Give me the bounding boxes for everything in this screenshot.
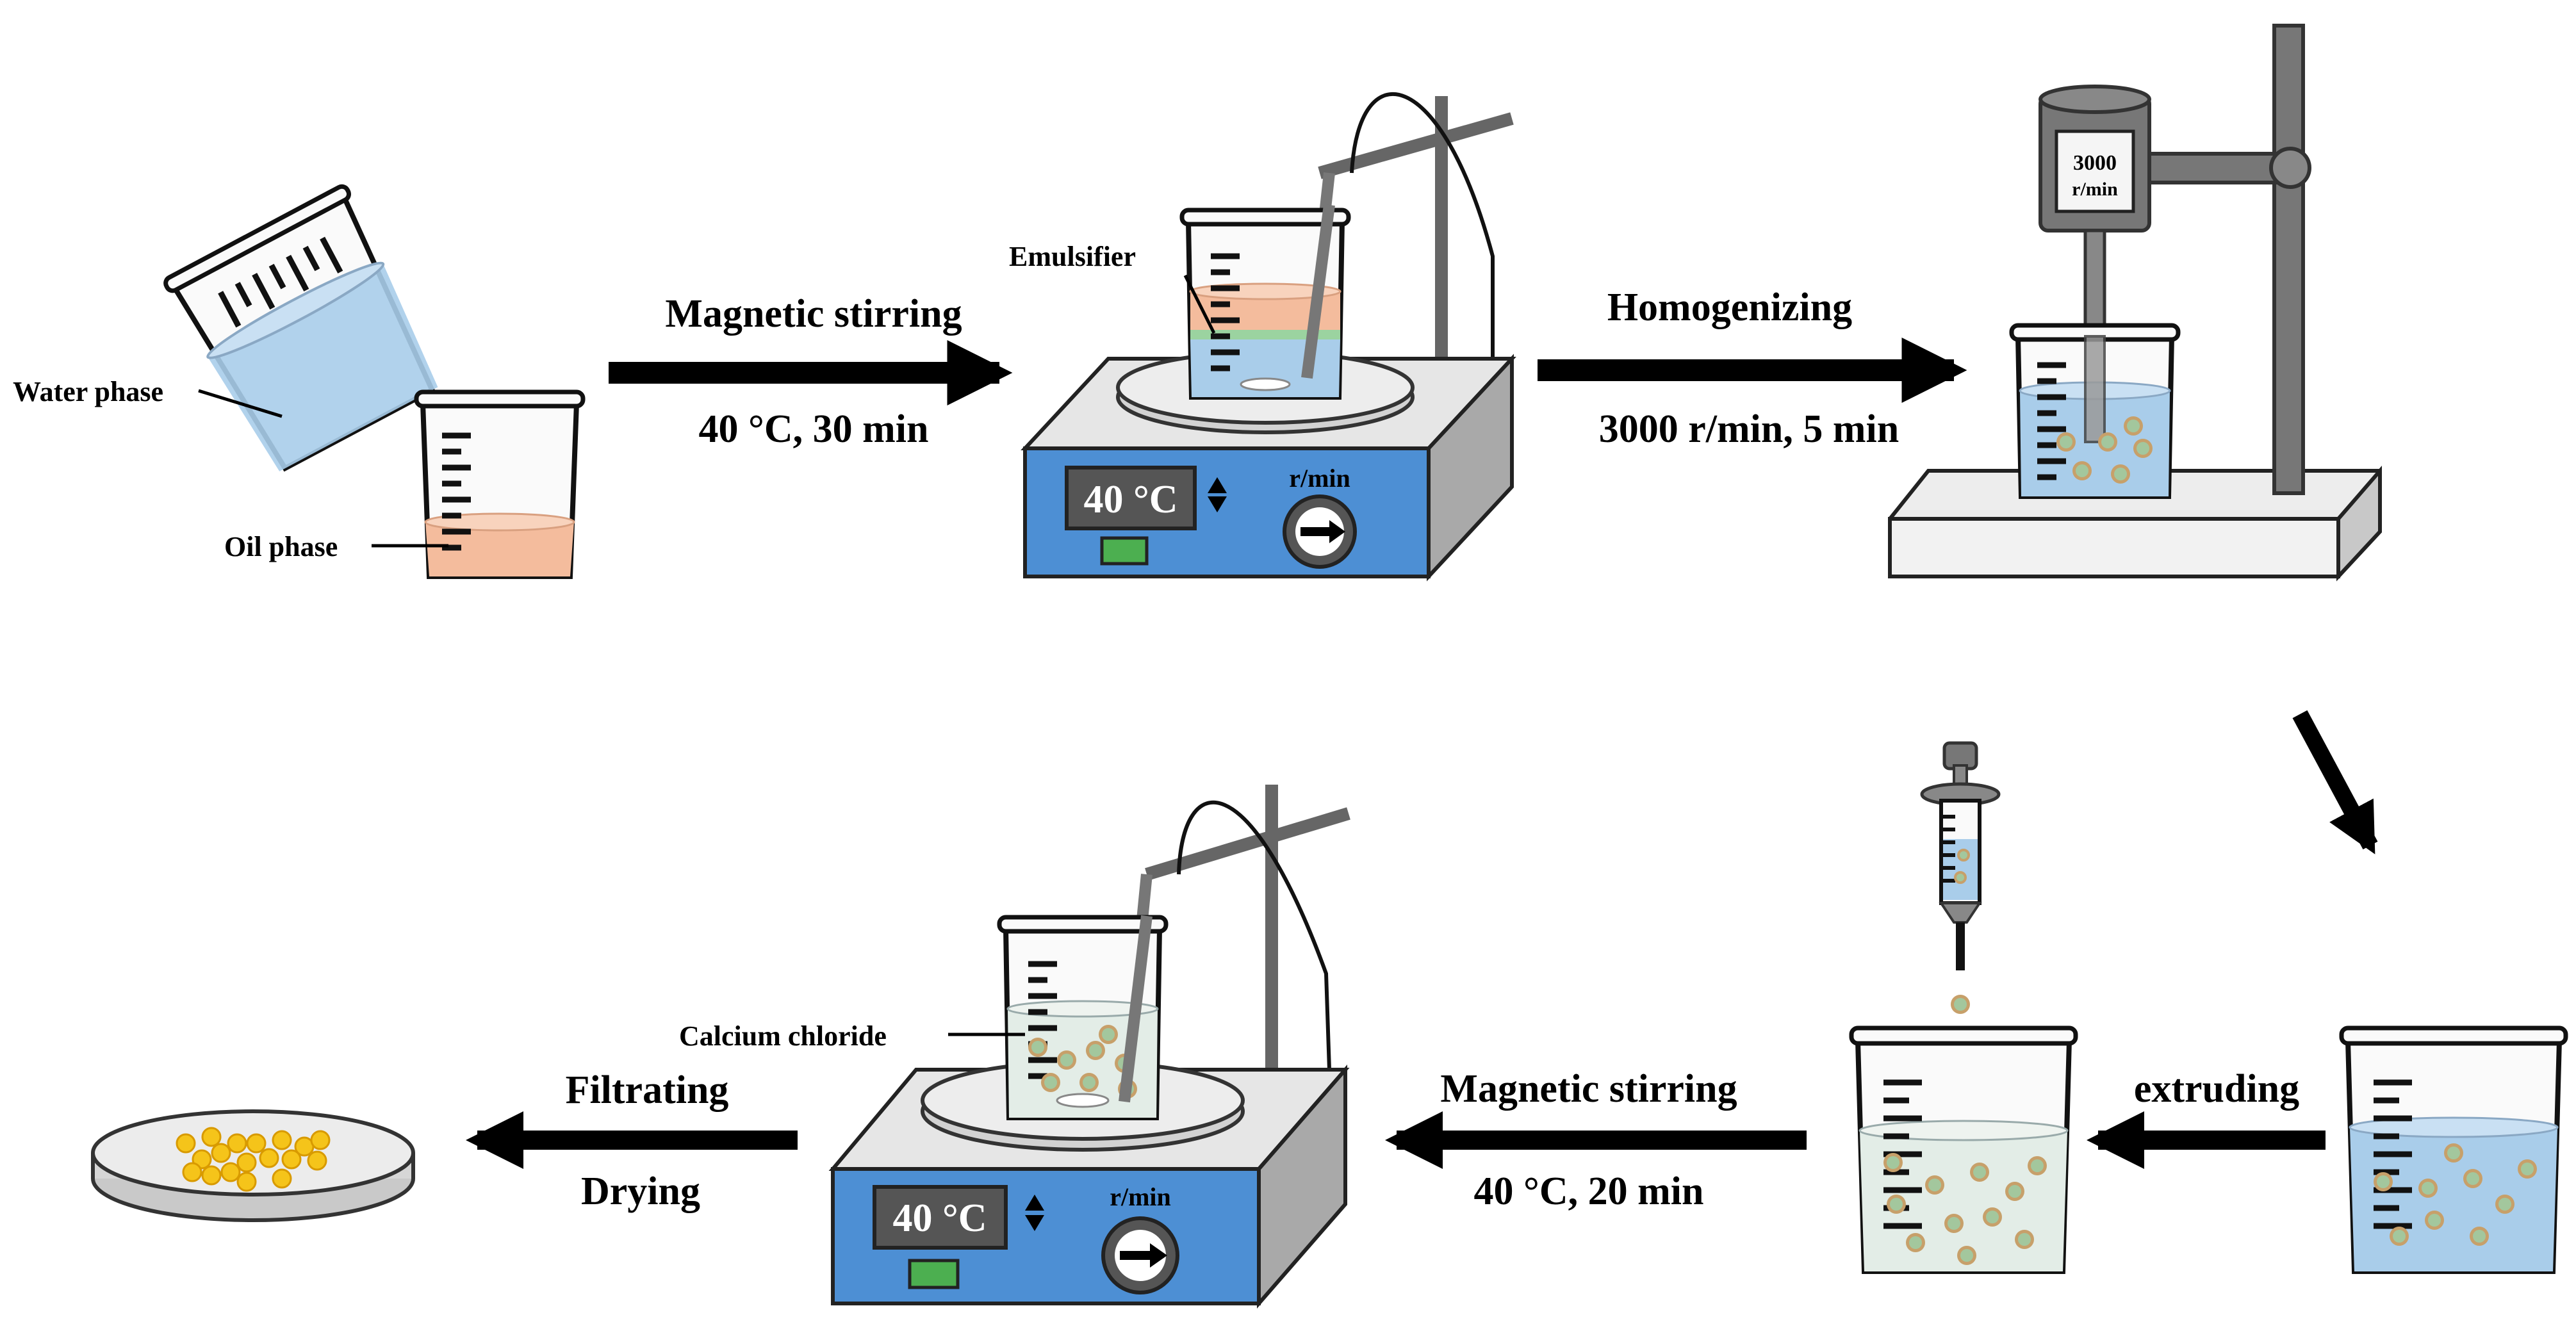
calcium-chloride-label: Calcium chloride bbox=[679, 1020, 887, 1052]
stirrer2-display: 40 °C bbox=[892, 1196, 987, 1240]
stirrer2-unit: r/min bbox=[1110, 1182, 1171, 1211]
alginate-beaker-icon bbox=[2339, 1025, 2568, 1274]
step5-title: Filtrating bbox=[566, 1068, 729, 1112]
step3-title: extruding bbox=[2134, 1067, 2299, 1111]
calcium-chloride-beaker-icon bbox=[1849, 1025, 2078, 1274]
syringe-icon bbox=[1920, 741, 2001, 1102]
water-phase-leader bbox=[198, 389, 283, 418]
oil-phase-label: Oil phase bbox=[224, 531, 338, 562]
stirrer1-display: 40 °C bbox=[1083, 478, 1177, 521]
water-phase-beaker-icon bbox=[163, 184, 438, 472]
step2-title: Homogenizing bbox=[1607, 286, 1852, 329]
step1-title: Magnetic stirring bbox=[665, 292, 962, 336]
step2-conditions: 3000 r/min, 5 min bbox=[1599, 407, 1899, 451]
step5-subtitle: Drying bbox=[581, 1170, 700, 1213]
homogenizer-speed-value: 3000 bbox=[2073, 151, 2117, 175]
homogenizer-icon: 3000 r/min bbox=[1888, 24, 2382, 582]
stirrer1-unit: r/min bbox=[1289, 464, 1350, 493]
arrow-icon bbox=[2292, 710, 2378, 854]
step1-conditions: 40 °C, 30 min bbox=[699, 407, 929, 451]
hot-plate-stirrer-icon: 40 °C r/min bbox=[1021, 92, 1516, 582]
oil-phase-beaker-icon bbox=[414, 389, 586, 579]
emulsifier-label: Emulsifier bbox=[1009, 241, 1136, 272]
petri-dish-icon bbox=[91, 1109, 415, 1222]
step4-conditions: 40 °C, 20 min bbox=[1474, 1170, 1704, 1213]
water-phase-label: Water phase bbox=[13, 376, 163, 407]
step4-title: Magnetic stirring bbox=[1440, 1067, 1737, 1111]
hot-plate-stirrer-icon: 40 °C r/min bbox=[828, 785, 1350, 1309]
emulsifier-leader bbox=[1183, 274, 1216, 334]
homogenizer-speed-unit: r/min bbox=[2072, 179, 2118, 200]
